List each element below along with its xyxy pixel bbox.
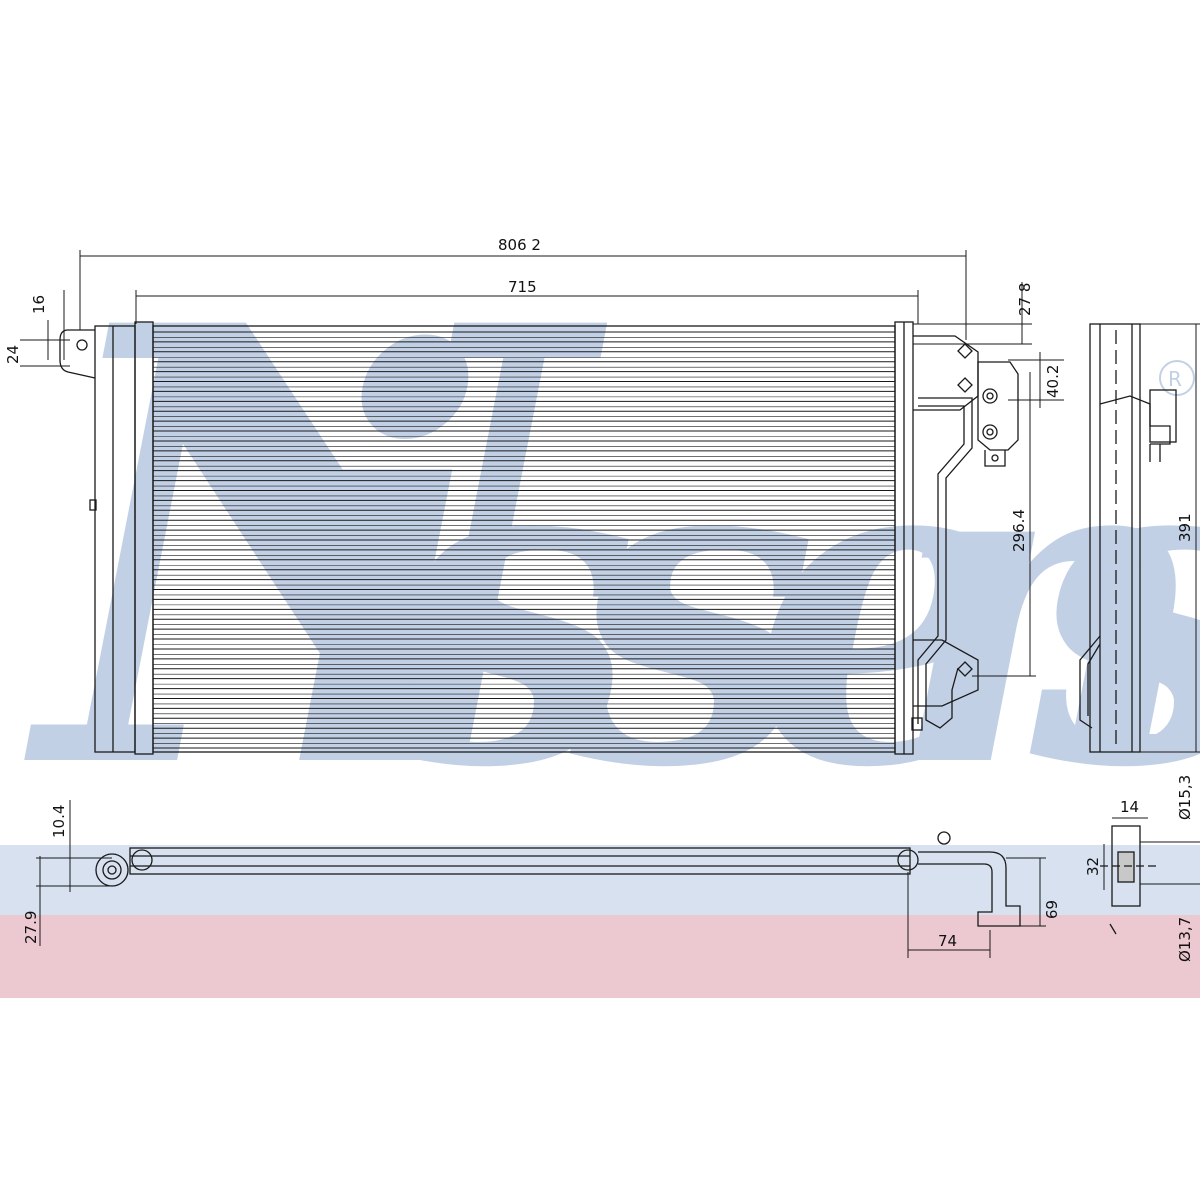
label-bracket-spacing: 296.4 — [1010, 509, 1028, 552]
label-pipe-drop: 69 — [1042, 900, 1060, 919]
bottom-left-fitting-center — [107, 865, 117, 875]
lower-bracket-diamond — [957, 661, 973, 677]
bottom-pipe-end — [937, 831, 951, 845]
red-band — [0, 915, 1200, 998]
watermark-letter-3: s — [383, 347, 638, 864]
side-view — [1079, 323, 1177, 753]
label-core-width: 715 — [508, 278, 537, 296]
fitting-detail-hatch — [1117, 851, 1135, 883]
left-pin-stub — [89, 499, 97, 511]
refrigerant-pipe-inner — [917, 405, 965, 724]
fitting-hole-lower-inner — [986, 428, 994, 436]
core-fins — [153, 331, 895, 749]
dimension-lines — [20, 250, 1200, 958]
registered-mark-ring — [1159, 360, 1195, 396]
side-lower-pipe — [1079, 635, 1101, 729]
left-mounting-pin — [59, 329, 96, 379]
watermark-letter-6: n — [890, 347, 1200, 864]
fitting-hole-lower — [982, 424, 998, 440]
label-pin-height: 24 — [4, 345, 22, 364]
bottom-view — [95, 825, 1160, 935]
label-pipe-offset: 40.2 — [1044, 365, 1062, 398]
bottom-tube — [129, 847, 911, 875]
refrigerant-pipe-outer — [918, 397, 973, 729]
watermark-letter-7: s — [1023, 347, 1200, 864]
brand-watermark: N i s s e n s R — [21, 197, 1200, 902]
fitting-tab — [984, 450, 1006, 467]
left-pin-hole — [76, 339, 88, 351]
side-fitting-block — [1149, 389, 1177, 443]
label-overall-height: 391 — [1176, 513, 1194, 542]
upper-bracket-diamond-2 — [957, 377, 973, 393]
label-bottom-left-upper: 10.4 — [50, 805, 68, 838]
label-pin-width: 16 — [30, 295, 48, 314]
registered-mark: R — [1168, 367, 1182, 391]
fitting-detail-arrow — [1109, 923, 1117, 935]
bottom-left-fitting-inner — [102, 860, 122, 880]
pipe-fitting-block — [977, 361, 1019, 451]
fitting-hole-upper — [982, 388, 998, 404]
front-view — [59, 321, 1019, 755]
lower-pipe-stub — [911, 717, 923, 731]
blue-band — [0, 845, 1200, 915]
bottom-right-cap — [897, 849, 919, 871]
background-bands — [0, 845, 1200, 998]
fitting-hole-upper-inner — [986, 392, 994, 400]
label-diameter-outer: Ø15,3 — [1176, 775, 1194, 820]
side-fitting-stem — [1149, 444, 1161, 462]
label-bottom-left-lower: 27.9 — [22, 911, 40, 944]
label-diameter-inner: Ø13,7 — [1176, 917, 1194, 962]
bottom-left-cap — [131, 849, 153, 871]
side-lower-pipe-inner — [1087, 643, 1101, 716]
label-pipe-reach: 74 — [938, 932, 957, 950]
side-body — [1089, 323, 1141, 753]
dimension-labels: 806 2 715 27 8 40.2 296.4 391 16 24 10.4… — [4, 236, 1194, 962]
label-top-offset: 27 8 — [1016, 283, 1034, 316]
label-overall-width: 806 2 — [498, 236, 541, 254]
label-fitting-height: 32 — [1084, 857, 1102, 876]
fitting-tab-hole — [991, 454, 999, 462]
watermark-letter-4: s — [563, 347, 818, 864]
upper-bracket-diamond — [957, 343, 973, 359]
bottom-right-pipe — [918, 851, 1021, 927]
lower-bracket — [913, 639, 979, 707]
label-fitting-width: 14 — [1120, 798, 1139, 816]
watermark-letter-2: i — [280, 235, 493, 893]
